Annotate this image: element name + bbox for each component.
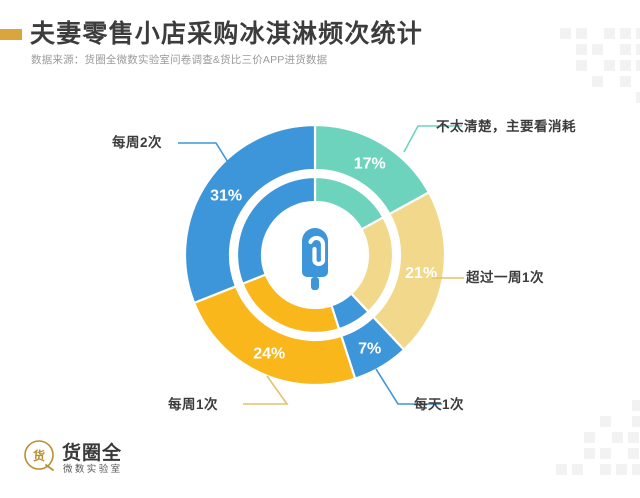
donut-slice-value-label: 31% — [210, 188, 242, 205]
donut-outer-ring — [183, 123, 447, 387]
donut-slice-outer[interactable] — [183, 123, 317, 305]
page-title: 夫妻零售小店采购冰淇淋频次统计 — [30, 20, 424, 48]
callout-label-unclear: 不太清楚，主要看消耗 — [436, 119, 576, 134]
logo-name: 货圈全 — [62, 443, 123, 464]
popsicle-icon — [302, 228, 328, 290]
logo-badge-icon: 货 — [24, 440, 54, 471]
donut-slice-value-label: 24% — [253, 345, 285, 362]
donut-slice-value-label: 17% — [354, 155, 386, 172]
donut-chart: 17% 21% 7% 24% 31% — [150, 90, 490, 430]
logo-sub-name: 微数实验室 — [63, 464, 123, 475]
logo-badge-glyph: 货 — [33, 448, 45, 463]
decorative-squares-bottom-right — [556, 400, 640, 490]
callout-label-over-week: 超过一周1次 — [466, 270, 545, 285]
donut-slice-value-label: 21% — [405, 265, 437, 282]
title-accent-bar — [0, 29, 22, 40]
brand-logo: 货 货圈全 微数实验室 — [22, 436, 202, 482]
donut-chart-svg: 17% 21% 7% 24% 31% — [183, 123, 447, 387]
callout-label-weekly2: 每周2次 — [112, 135, 163, 150]
header: 夫妻零售小店采购冰淇淋频次统计 数据来源：货圈全微数实验室问卷调查&货比三价AP… — [0, 8, 640, 78]
callout-label-weekly1: 每周1次 — [168, 397, 219, 412]
data-source-subtitle: 数据来源：货圈全微数实验室问卷调查&货比三价APP进货数据 — [31, 54, 328, 66]
callout-label-daily: 每天1次 — [414, 397, 465, 412]
donut-slice-value-label: 7% — [358, 341, 381, 358]
donut-value-labels: 17% 21% 7% 24% 31% — [210, 155, 437, 362]
